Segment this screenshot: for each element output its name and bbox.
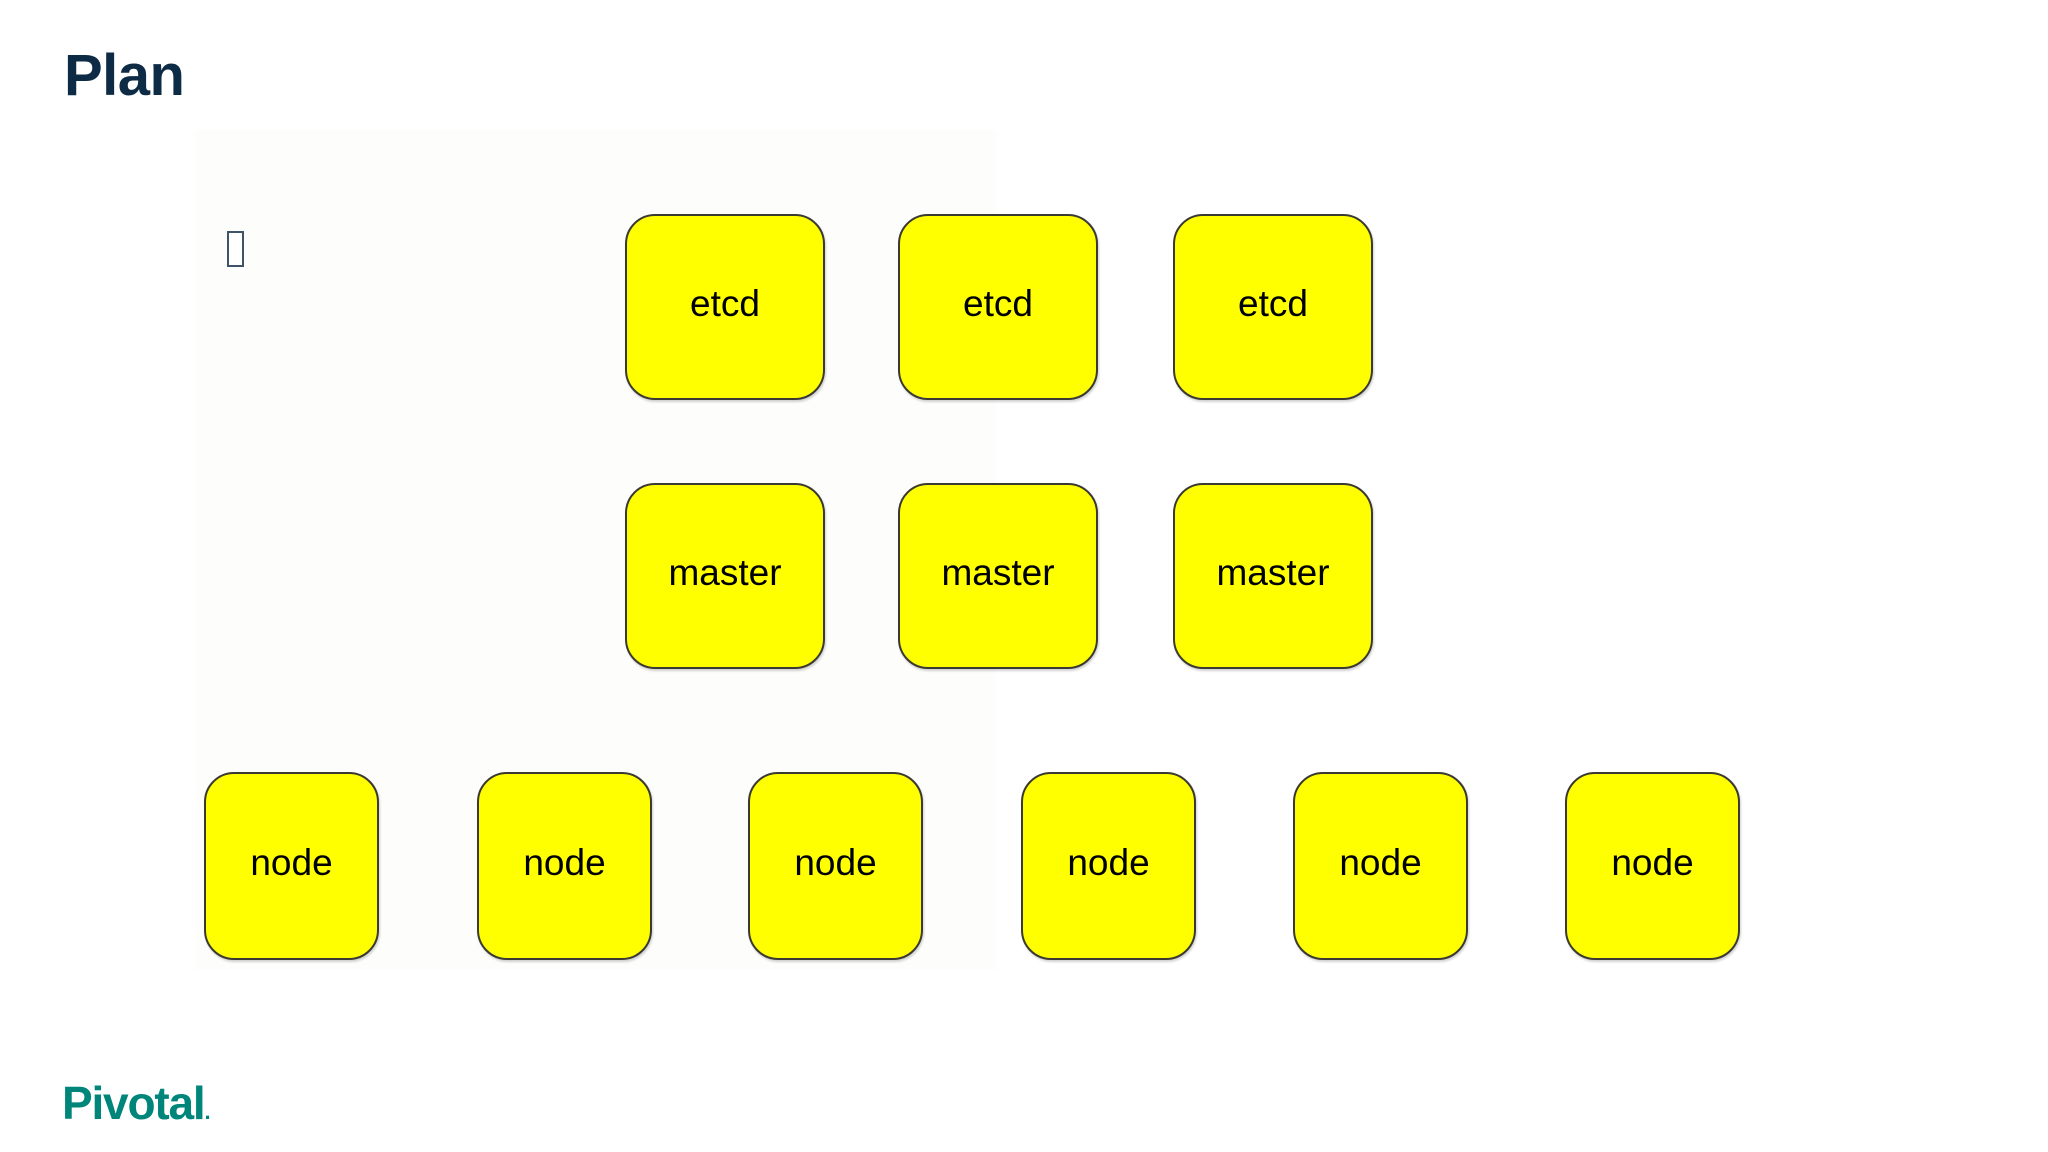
pivotal-logo: Pivotal. bbox=[62, 1077, 211, 1129]
node-row-label: node bbox=[250, 841, 333, 883]
etcd-row-box: etcd bbox=[898, 214, 1098, 400]
node-row-label: node bbox=[1339, 841, 1422, 883]
pivotal-logo-text: Pivotal bbox=[62, 1077, 206, 1129]
node-row-label: node bbox=[1067, 841, 1150, 883]
master-row-label: master bbox=[668, 551, 782, 593]
etcd-row-box: etcd bbox=[625, 214, 825, 400]
master-row-label: master bbox=[941, 551, 1055, 593]
node-row-box: node bbox=[1293, 772, 1468, 960]
etcd-row-label: etcd bbox=[690, 282, 760, 324]
master-row-label: master bbox=[1216, 551, 1330, 593]
node-row-label: node bbox=[523, 841, 606, 883]
node-row-box: node bbox=[204, 772, 379, 960]
node-row-box: node bbox=[1021, 772, 1196, 960]
master-row-box: master bbox=[625, 483, 825, 669]
node-row-label: node bbox=[1611, 841, 1694, 883]
missing-glyph-box-icon bbox=[227, 231, 244, 267]
pivotal-logo-mark: . bbox=[204, 1099, 210, 1124]
master-row-box: master bbox=[898, 483, 1098, 669]
node-row-box: node bbox=[477, 772, 652, 960]
etcd-row-box: etcd bbox=[1173, 214, 1373, 400]
etcd-row-label: etcd bbox=[963, 282, 1033, 324]
etcd-row-label: etcd bbox=[1238, 282, 1308, 324]
node-row-label: node bbox=[794, 841, 877, 883]
node-row-box: node bbox=[1565, 772, 1740, 960]
page-title: Plan bbox=[64, 43, 185, 108]
master-row-box: master bbox=[1173, 483, 1373, 669]
node-row-box: node bbox=[748, 772, 923, 960]
